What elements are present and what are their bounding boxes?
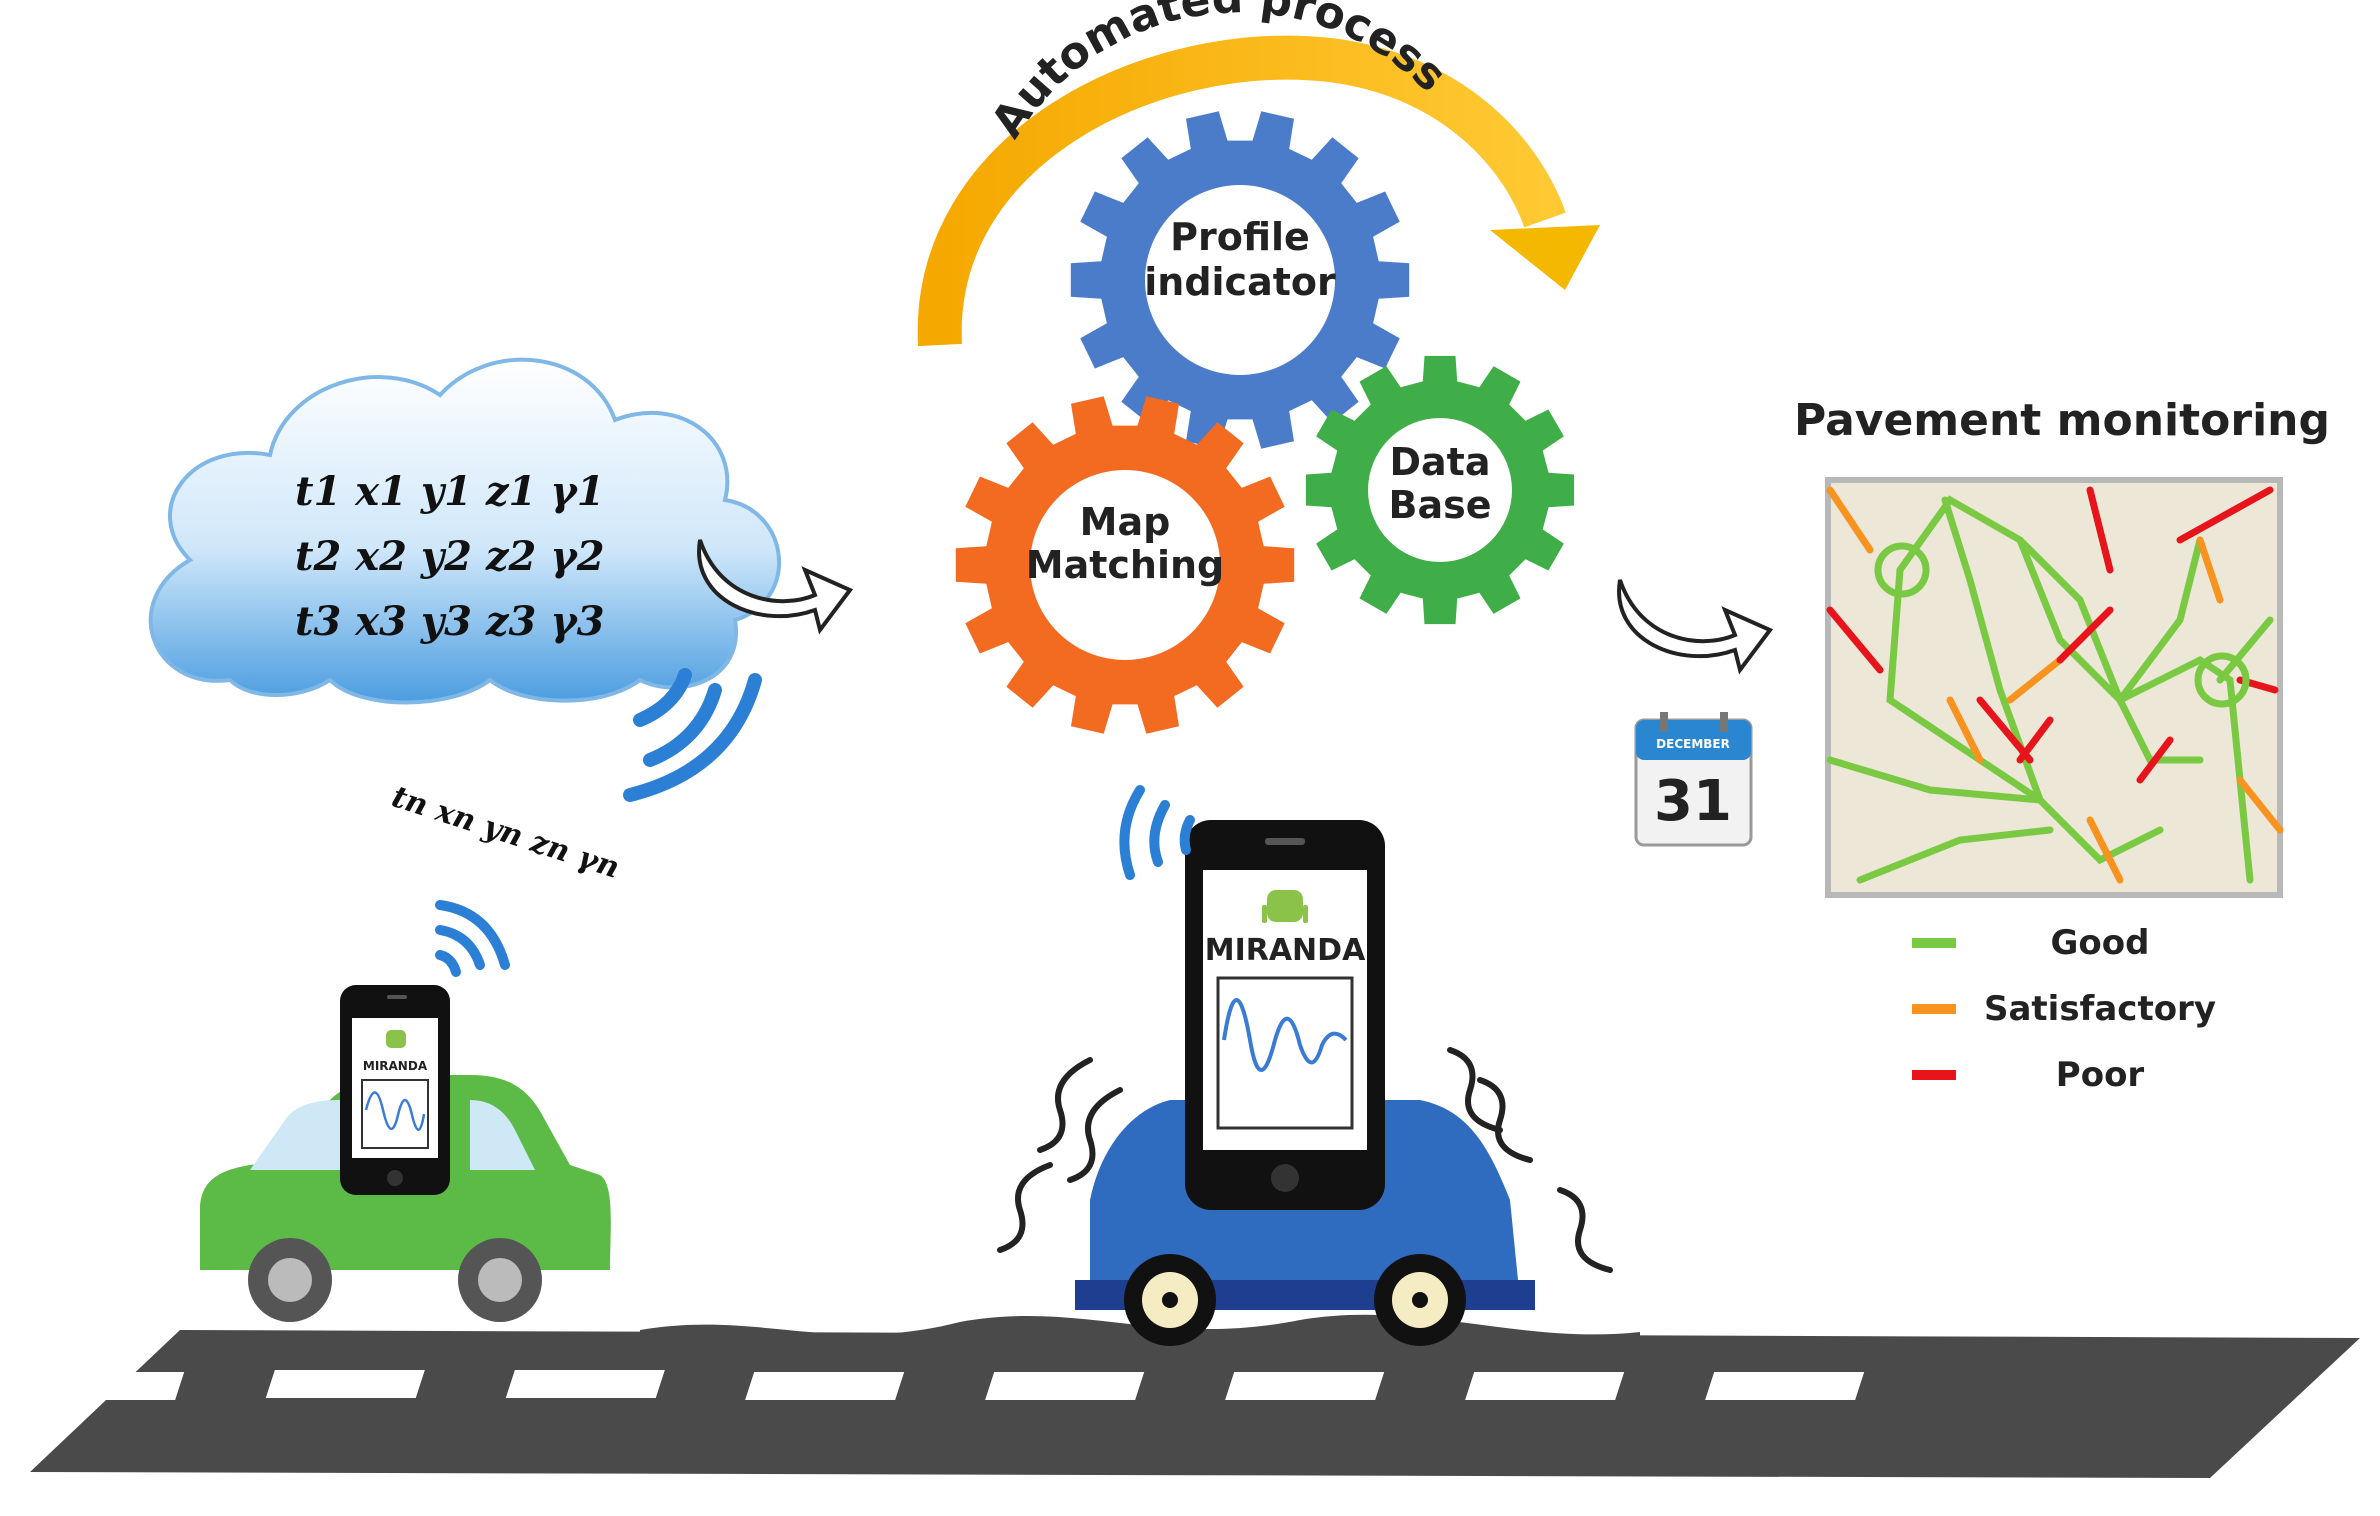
gear-data-base [1305, 355, 1575, 625]
big-phone-signal-icon [1119, 785, 1195, 880]
legend-label-good: Good [2051, 923, 2150, 963]
cloud-signal-icon [623, 668, 762, 802]
cloud-data-rows: t1 x1 y1 z1 γ1 t2 x2 y2 z2 γ2 t3 x3 y3 z… [295, 468, 605, 645]
android-icon [386, 1030, 406, 1048]
stream-data-text: tn xn yn zn γn [388, 779, 624, 885]
calendar-day: 31 [1654, 769, 1732, 834]
curved-arrow-icon-1 [697, 539, 854, 635]
cloud-row-3: t3 x3 y3 z3 γ3 [295, 598, 605, 645]
legend-label-poor: Poor [2056, 1055, 2145, 1095]
monitoring-title: Pavement monitoring [1794, 395, 2330, 446]
big-phone-label: MIRANDA [1205, 933, 1366, 968]
gear-hole [1030, 470, 1220, 660]
map-label-1: Map [1080, 500, 1171, 544]
pavement-map [1825, 477, 2284, 898]
home-button [1271, 1164, 1299, 1192]
lane-markings [25, 1370, 1865, 1400]
legend-swatch-satisfactory [1912, 1004, 1956, 1014]
road [25, 1314, 2360, 1478]
small-phone-signal-icon [435, 900, 510, 977]
profile-label-2: indicator [1144, 260, 1336, 304]
legend-swatch-good [1912, 938, 1956, 948]
legend: Good Satisfactory Poor [1912, 923, 2216, 1095]
profile-label-1: Profile [1170, 215, 1310, 259]
db-label-1: Data [1390, 440, 1491, 484]
map-label-2: Matching [1026, 543, 1224, 587]
gear-profile-indicator [1070, 111, 1410, 449]
gear-labels: Profile indicator Map Matching Data Base [1026, 215, 1492, 587]
calendar-month: DECEMBER [1656, 737, 1730, 751]
calendar-icon: DECEMBER 31 [1634, 712, 1753, 847]
small-phone-label: MIRANDA [363, 1059, 428, 1073]
satisfactory-segments [1826, 486, 2284, 884]
poor-segments [1826, 486, 2279, 784]
db-label-2: Base [1389, 483, 1492, 527]
map-node-2 [2194, 652, 2250, 708]
android-icon [1267, 890, 1303, 922]
vibration-lines [997, 1047, 1613, 1273]
arc-arrowhead [1490, 225, 1600, 290]
gear-map-matching [955, 396, 1295, 734]
cloud: t1 x1 y1 z1 γ1 t2 x2 y2 z2 γ2 t3 x3 y3 z… [148, 357, 782, 705]
legend-label-satisfactory: Satisfactory [1984, 989, 2216, 1029]
gear-hole [1368, 418, 1512, 562]
big-phone: MIRANDA [1185, 820, 1385, 1210]
legend-swatch-poor [1912, 1070, 1956, 1080]
gear-hole [1145, 185, 1335, 375]
small-phone: MIRANDA [340, 985, 450, 1195]
map-node-1 [1874, 542, 1930, 598]
cloud-row-1: t1 x1 y1 z1 γ1 [295, 468, 605, 515]
cloud-row-2: t2 x2 y2 z2 γ2 [295, 533, 605, 580]
curved-arrow-icon-2 [1617, 579, 1774, 675]
